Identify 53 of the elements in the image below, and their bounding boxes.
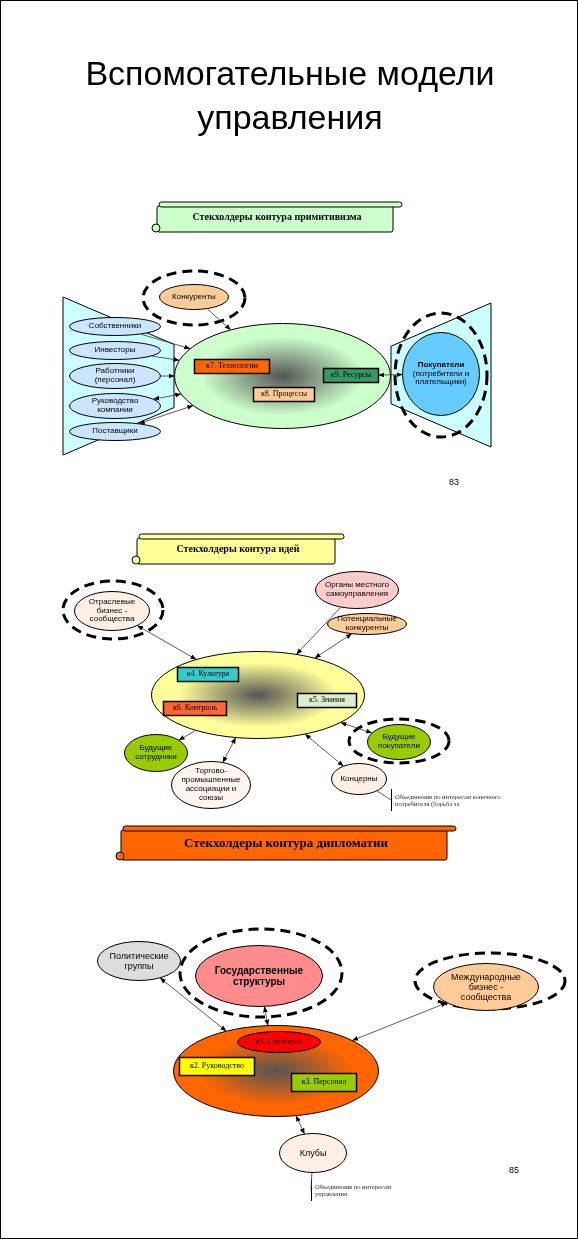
stakeholder-oval: Поставщики <box>69 422 161 441</box>
arrow <box>137 625 197 660</box>
core-ellipse <box>173 1025 379 1117</box>
stakeholder-oval: Будущие сотрудники <box>124 734 188 772</box>
arrow <box>352 1002 447 1041</box>
key-label-box: к8. Процессы <box>253 387 315 402</box>
page-number: 85 <box>509 1165 519 1175</box>
dashed-ring <box>61 579 165 641</box>
arrow <box>314 633 352 659</box>
stakeholder-circle: Покупатели (потребители и плательщики) <box>402 332 480 416</box>
arrow <box>378 372 403 378</box>
key-label-box: к3. Персонал <box>291 1073 357 1092</box>
slide-title: Вспомогательные модели управления <box>84 53 496 139</box>
stakeholder-oval: Международные бизнес - сообщества <box>433 963 539 1011</box>
key-label-box: к4. Культура <box>177 667 239 682</box>
arrow <box>340 722 373 734</box>
stakeholder-oval: Собственники <box>69 317 161 336</box>
stakeholder-oval: Инвесторы <box>69 341 161 360</box>
leader-line <box>310 1172 313 1191</box>
arrow <box>153 392 182 401</box>
key-label-box: к2. Руководство <box>179 1057 255 1076</box>
key-label-box: к5. Знания <box>297 693 357 708</box>
stakeholder-oval: Конкуренты <box>159 284 229 310</box>
dashed-ring <box>141 269 247 327</box>
dashed-ring <box>347 717 451 765</box>
stakeholder-oval: Клубы <box>279 1133 347 1173</box>
arrow <box>222 737 236 763</box>
leader-line <box>377 790 392 801</box>
core-ellipse <box>174 323 391 429</box>
arrow <box>304 734 344 767</box>
key-label-box: к9. Ресурсы <box>323 368 379 383</box>
stakeholder-oval: Органы местного самоуправления <box>315 571 399 609</box>
arrow <box>159 977 227 1032</box>
arrow <box>295 1115 305 1135</box>
stakeholder-oval: Потенциальные конкуренты <box>327 613 407 635</box>
stakeholder-oval: Политические группы <box>97 941 181 981</box>
arrow <box>263 1006 270 1026</box>
stakeholder-oval: Концерны <box>331 763 387 795</box>
stakeholder-oval: Руководство компании <box>69 393 161 419</box>
stakeholder-oval: Государственные структуры <box>195 945 323 1007</box>
dashed-ring <box>178 927 344 1019</box>
stakeholder-oval: Будущие покупатели <box>367 724 431 760</box>
stakeholder-oval: Торгово-промышленные ассоциации и союзы <box>171 761 251 809</box>
arrow <box>138 405 194 424</box>
stakeholder-oval: Отраслевые бизнес - сообщества <box>74 591 150 631</box>
key-label-box: к6. Контроль <box>163 701 227 716</box>
stakeholder-oval: к1. Стратегия <box>237 1031 321 1053</box>
stakeholder-oval: Работники (персонал) <box>69 363 161 389</box>
dashed-ring <box>413 951 567 1011</box>
core-ellipse <box>151 651 365 739</box>
trapezoid-panel <box>63 297 174 455</box>
key-label-box: к7. Технологии <box>194 359 270 374</box>
page-number: 83 <box>449 477 459 487</box>
